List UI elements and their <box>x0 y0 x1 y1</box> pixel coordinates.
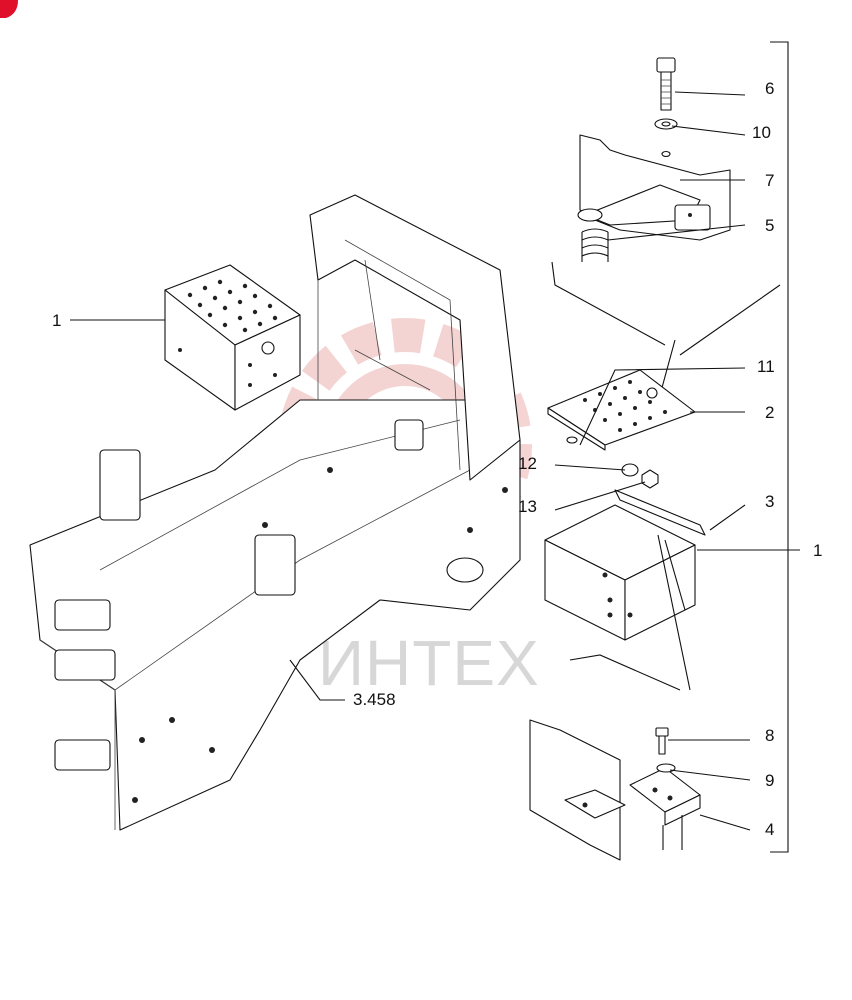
bolt-6 <box>656 57 676 111</box>
corner-badge <box>0 0 18 18</box>
group-bracket <box>770 41 789 853</box>
guide-lines <box>551 261 781 396</box>
callout-12: 12 <box>518 454 537 473</box>
callout-1-right: 1 <box>813 541 822 560</box>
callout-2: 2 <box>765 403 774 422</box>
battery-box-right <box>544 504 696 691</box>
cover-2 <box>547 369 696 451</box>
callout-4: 4 <box>765 820 774 839</box>
callout-11: 11 <box>757 357 775 376</box>
watermark-text: ИНТЕХ <box>318 627 540 699</box>
callout-10: 10 <box>752 123 771 142</box>
leader-lines <box>70 91 800 831</box>
spring-5 <box>581 228 609 262</box>
bracket-7 <box>577 134 731 241</box>
battery-left <box>164 264 301 411</box>
callout-5: 5 <box>765 216 774 235</box>
main-frame <box>29 194 521 831</box>
callout-3-458: 3.458 <box>353 690 396 709</box>
callout-8: 8 <box>765 726 774 745</box>
callout-7: 7 <box>765 171 774 190</box>
callout-9: 9 <box>765 771 774 790</box>
callout-1-left: 1 <box>52 311 61 330</box>
lower-bracket-4 <box>529 719 701 861</box>
strip-3 <box>614 489 706 536</box>
callout-3: 3 <box>765 492 774 511</box>
callout-6: 6 <box>765 79 774 98</box>
callout-13: 13 <box>518 497 537 516</box>
nut-13 <box>641 469 659 489</box>
washer-10 <box>654 118 678 158</box>
